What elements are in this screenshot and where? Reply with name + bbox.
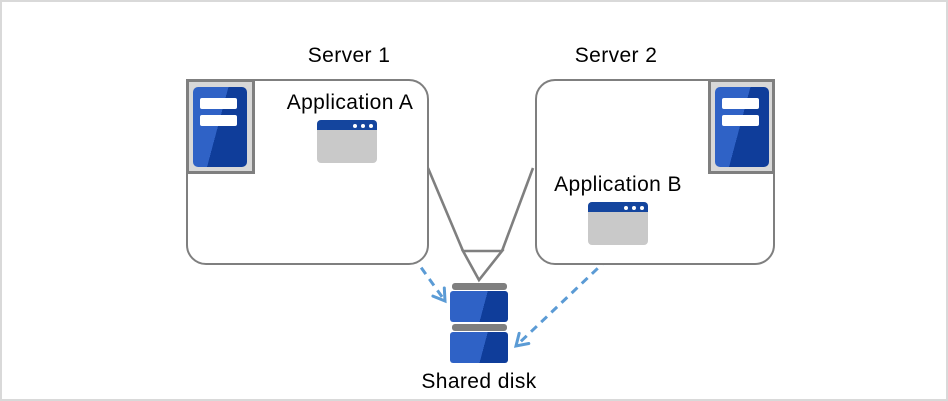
titlebar-dot-icon <box>624 205 628 210</box>
tower-slot-bar <box>200 115 237 126</box>
app-window-titlebar <box>317 120 377 130</box>
application-a-label: Application A <box>286 91 414 114</box>
disk-stack-icon <box>450 291 508 322</box>
server-tower-icon <box>715 87 769 167</box>
server1-to-disk-line <box>426 167 465 252</box>
tower-slot-bar <box>722 115 759 126</box>
titlebar-dot-icon <box>369 123 373 128</box>
disk-stack-icon <box>452 283 507 290</box>
tower-slot-bar <box>722 98 759 109</box>
titlebar-dot-icon <box>632 205 636 210</box>
application-b-to-disk-arrow <box>513 247 620 348</box>
shared-disk-label: Shared disk <box>421 370 537 393</box>
titlebar-dot-icon <box>640 205 644 210</box>
server2-to-disk-line <box>500 167 535 252</box>
server-tower-icon <box>193 87 247 167</box>
app-window-icon <box>588 202 648 245</box>
titlebar-dot-icon <box>361 123 365 128</box>
disk-stack-icon <box>450 332 508 363</box>
app-window-icon <box>317 120 377 163</box>
titlebar-dot-icon <box>353 123 357 128</box>
merge-arrowhead-icon <box>460 249 505 283</box>
application-b-label: Application B <box>554 173 682 196</box>
server2-label: Server 2 <box>574 44 658 67</box>
server1-label: Server 1 <box>307 44 391 67</box>
tower-slot-bar <box>200 98 237 109</box>
app-window-titlebar <box>588 202 648 212</box>
disk-stack-icon <box>452 324 507 331</box>
